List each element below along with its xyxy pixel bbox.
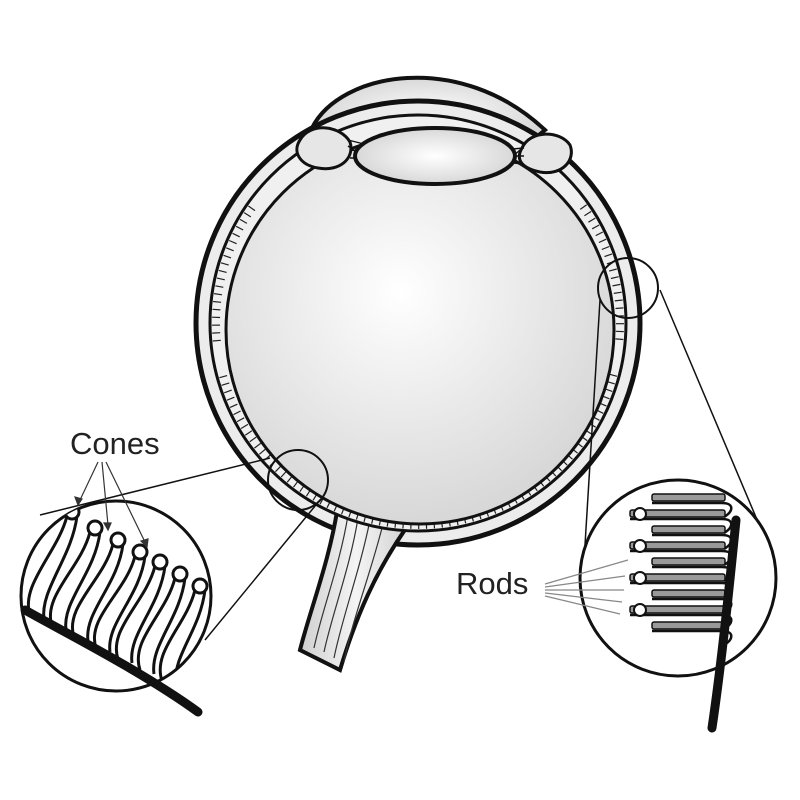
- retina-hatch-mark: [244, 430, 253, 436]
- cone-head: [109, 531, 127, 549]
- cone-head: [191, 577, 209, 595]
- rod-nucleus: [633, 571, 647, 585]
- retina-hatch-mark: [280, 470, 287, 478]
- retina-hatch-mark: [232, 232, 240, 238]
- retina-hatch-mark: [216, 277, 225, 281]
- cone-stem: [92, 555, 137, 649]
- retina-hatch-mark: [249, 436, 257, 443]
- retina-hatch-mark: [218, 269, 227, 273]
- retina-hatch-mark: [613, 291, 622, 294]
- cone-stem: [136, 577, 177, 671]
- cone-stem: [130, 565, 167, 664]
- rod-outer-segment: [651, 493, 726, 502]
- retina-hatch-mark: [220, 262, 229, 266]
- retina-hatch-mark: [610, 276, 619, 280]
- cone-stem: [42, 515, 79, 620]
- rod-outer-segment: [651, 525, 726, 534]
- retina-hatch-mark: [243, 212, 252, 218]
- retina-hatch-mark: [598, 238, 607, 244]
- retina-hatch-mark: [212, 339, 221, 342]
- retina-hatch-mark: [595, 231, 604, 237]
- retina-hatch-mark: [248, 205, 256, 212]
- cone-head: [131, 543, 149, 561]
- rod-outer-segment: [629, 541, 726, 550]
- cone-cells: [26, 503, 209, 686]
- retina-hatch-mark: [584, 210, 592, 217]
- rod-nucleus: [633, 539, 647, 553]
- retina-hatch-mark: [608, 268, 617, 272]
- retina-hatch-mark: [274, 465, 282, 473]
- retina-hatch-mark: [236, 417, 245, 423]
- retina-hatch-mark: [239, 218, 248, 224]
- retina-hatch-mark: [601, 245, 610, 251]
- retina-hatch-mark: [233, 410, 241, 416]
- retina-hatch-mark: [615, 307, 624, 310]
- retina-hatch-mark: [228, 239, 237, 245]
- cone-stem: [114, 565, 157, 660]
- optic-nerve-fibers: [313, 514, 385, 663]
- cone-stem: [158, 589, 197, 682]
- retina-hatch-mark: [221, 382, 230, 386]
- rod-nucleus: [633, 603, 647, 617]
- cone-head: [171, 565, 189, 583]
- lens: [353, 126, 517, 186]
- retina-hatch-mark: [223, 389, 232, 394]
- retina-hatch-mark: [258, 448, 266, 455]
- optic-nerve: [297, 502, 416, 673]
- cone-stem: [26, 515, 69, 616]
- ciliary-body-right: [517, 132, 573, 175]
- retina-hatch-mark: [609, 373, 618, 377]
- rod-outer-segment: [651, 589, 726, 598]
- cone-axon-trunk: [20, 605, 203, 717]
- cones-label: Cones: [70, 426, 160, 461]
- retina-hatch-mark: [229, 403, 238, 408]
- ciliary-body-left: [295, 126, 353, 171]
- retina-hatch-mark: [223, 254, 232, 259]
- retina-hatch-mark: [254, 442, 262, 449]
- rods-label: Rods: [456, 566, 529, 601]
- retina-hatch-mark: [604, 253, 613, 258]
- cone-stem: [48, 531, 92, 627]
- retina-hatch-mark: [214, 293, 223, 296]
- cone-pointer-arrows: [74, 461, 149, 549]
- cone-stem: [152, 577, 187, 675]
- rod-outer-segment: [651, 557, 726, 566]
- rod-axon-trunk: [707, 515, 741, 733]
- rod-pointer-arrows: [544, 559, 629, 615]
- rod-nucleus: [633, 507, 647, 521]
- retina-hatch-mark: [225, 247, 234, 252]
- retina-hatch-mark: [614, 299, 623, 302]
- retina-hatch-mark: [219, 375, 228, 379]
- retina-hatch-mark: [213, 300, 222, 303]
- cone-stem: [70, 543, 115, 638]
- cone-stem: [108, 555, 147, 653]
- retina-hatch-mark: [612, 283, 621, 287]
- retina-hatch-mark: [215, 285, 224, 288]
- rod-stem: [652, 501, 733, 519]
- rod-zoom-source: [597, 257, 659, 319]
- retina-hatch-mark: [615, 338, 624, 341]
- vitreous-body: [224, 134, 616, 526]
- cone-head: [86, 519, 104, 537]
- rod-stem: [630, 517, 733, 535]
- cone-stem: [64, 531, 102, 631]
- retina-hatch-mark: [591, 224, 600, 230]
- cone-zoom-source: [267, 449, 329, 511]
- rod-outer-segment: [629, 573, 726, 582]
- cone-head: [151, 553, 169, 571]
- retina-hatch-mark: [240, 423, 249, 430]
- retina-hatch-mark: [588, 217, 596, 223]
- retina-hatch-mark: [212, 308, 221, 311]
- retina-hatch-mark: [226, 396, 235, 401]
- cone-stem: [86, 543, 125, 642]
- rod-outer-segment: [651, 621, 726, 630]
- rod-outer-segment: [629, 509, 726, 518]
- retina-hatch-mark: [235, 225, 244, 231]
- retina-hatch-mark: [579, 204, 588, 210]
